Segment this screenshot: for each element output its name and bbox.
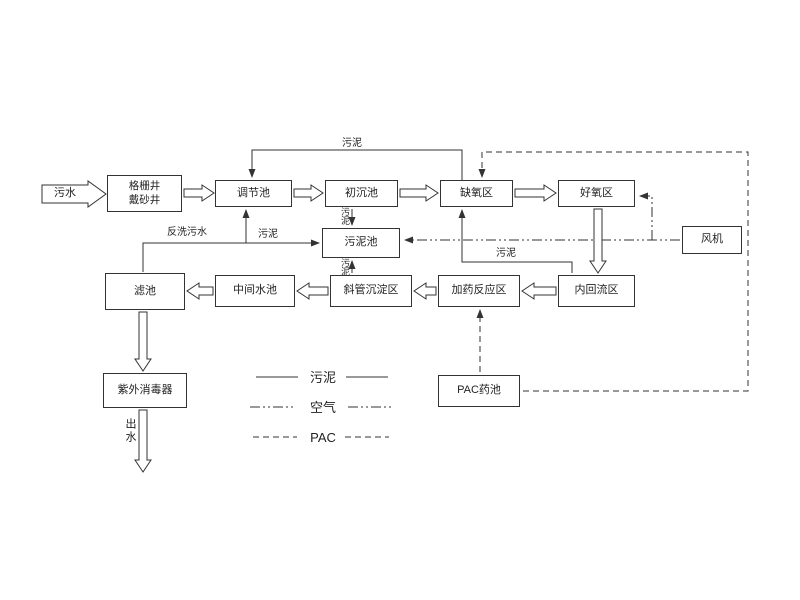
node-uv-disinfector: 紫外消毒器 (103, 373, 187, 408)
node-anoxic-label: 缺氧区 (460, 186, 493, 199)
node-grit-well-line2: 戴砂井 (128, 193, 161, 206)
arrow-aerobic-to-reflux (589, 208, 607, 274)
node-intermediate-tank: 中间水池 (215, 275, 295, 307)
arrow-primary-to-anoxic (399, 184, 439, 202)
label-outlet: 出水 (124, 418, 136, 444)
node-fan: 风机 (682, 226, 742, 254)
node-inclined-label: 斜管沉淀区 (343, 284, 399, 297)
arrow-intermediate-to-filter (186, 282, 214, 300)
node-primary-sedimentation: 初沉池 (325, 180, 398, 207)
label-sludge-top: 污泥 (342, 138, 362, 149)
arrow-dosing-to-inclined (413, 282, 437, 300)
label-backwash-water: 反洗污水 (167, 227, 207, 238)
label-sludge-inclined: 污泥 (340, 258, 350, 276)
node-primary-label: 初沉池 (345, 186, 378, 199)
arrow-uv-to-outlet (134, 409, 152, 473)
node-intermediate-label: 中间水池 (233, 284, 277, 297)
flow-pac-to-anoxic (478, 151, 749, 392)
node-pac-tank: PAC药池 (438, 375, 520, 407)
node-regulating-tank: 调节池 (215, 180, 292, 207)
legend-label-pac: PAC (310, 430, 336, 445)
node-internal-reflux-zone: 内回流区 (558, 275, 635, 307)
node-pac-label: PAC药池 (457, 384, 501, 397)
legend-label-air: 空气 (309, 400, 336, 415)
arrow-anoxic-to-aerobic (514, 184, 557, 202)
node-grit-well: 格栅井 戴砂井 (107, 175, 182, 212)
label-sewage-inlet: 污水 (54, 187, 76, 199)
node-anoxic-zone: 缺氧区 (440, 180, 513, 207)
arrow-sewage-inlet (41, 180, 107, 208)
arrow-regulating-to-primary (293, 184, 324, 202)
node-aerobic-label: 好氧区 (580, 186, 613, 199)
flow-air-fan-to-aerobic (639, 192, 653, 240)
node-uv-label: 紫外消毒器 (117, 383, 173, 396)
arrow-inclined-to-intermediate (296, 282, 329, 300)
node-dosing-label: 加药反应区 (451, 284, 507, 297)
node-dosing-reaction-zone: 加药反应区 (438, 275, 520, 307)
label-sludge-regulating: 污泥 (258, 229, 278, 240)
node-aerobic-zone: 好氧区 (558, 180, 635, 207)
arrow-filter-to-uv (134, 311, 152, 372)
node-sludge-tank-label: 污泥池 (344, 236, 378, 249)
flow-sludge-anoxic-to-regulating (248, 149, 463, 180)
node-reflux-label: 内回流区 (574, 284, 619, 297)
node-filter-tank: 滤池 (105, 273, 185, 310)
node-inclined-tube-sedimentation: 斜管沉淀区 (330, 275, 412, 307)
node-grit-well-line1: 格栅井 (128, 180, 161, 193)
node-filter-label: 滤池 (134, 284, 156, 297)
node-fan-label: 风机 (701, 233, 723, 246)
node-sludge-tank: 污泥池 (322, 228, 400, 258)
legend-label-sludge: 污泥 (309, 370, 336, 385)
flow-backwash-filter-to-regulating (142, 209, 250, 272)
arrow-reflux-to-dosing (521, 282, 557, 300)
label-sludge-return: 污泥 (496, 248, 516, 259)
label-sludge-primary: 污泥 (340, 207, 350, 225)
flow-sludge-reflux-to-anoxic (458, 209, 573, 273)
arrow-grit-to-regulating (183, 184, 215, 202)
node-regulating-label: 调节池 (237, 186, 270, 199)
